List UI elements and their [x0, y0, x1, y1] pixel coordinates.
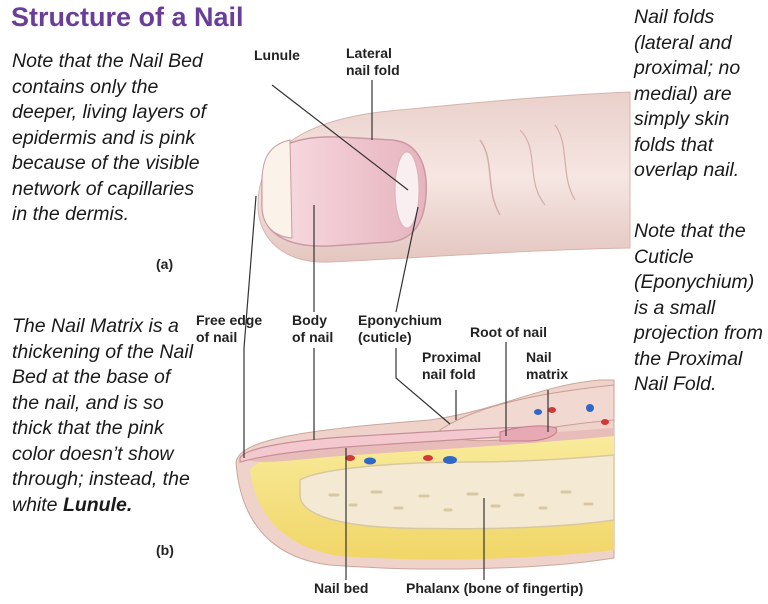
nail-matrix-note: The Nail Matrix is a thickening of the N…	[12, 314, 200, 518]
lateral-nail-fold-label: Lateral nail fold	[346, 45, 400, 79]
lateral-fold-line-2: nail fold	[346, 62, 400, 78]
eponychium-top-leader	[395, 206, 419, 313]
lunule-shape	[394, 151, 420, 229]
free-edge-line-2: of nail	[196, 329, 238, 345]
eponychium-label: Eponychium (cuticle)	[358, 312, 442, 346]
free-edge-label: Free edge of nail	[196, 312, 262, 346]
lunule-label: Lunule	[254, 47, 300, 64]
matrix-section	[499, 425, 558, 442]
free-edge-top-leader	[243, 195, 257, 349]
body-of-nail-label: Body of nail	[292, 312, 333, 346]
matrix-line-2: matrix	[526, 366, 569, 382]
eponychium-leader	[395, 348, 451, 425]
nail-folds-note: Nail folds (lateral and proximal; no med…	[634, 6, 741, 181]
nail-matrix-note-text: The Nail Matrix is a thickening of the N…	[12, 315, 194, 516]
page-title: Structure of a Nail	[11, 2, 244, 32]
lunule-label-text: Lunule	[254, 47, 300, 63]
root-label-text: Root of nail	[470, 324, 547, 340]
phalanx-bone	[299, 454, 615, 530]
panel-b-tag: (b)	[156, 542, 174, 558]
eponychium-line-1: Eponychium	[358, 312, 443, 328]
nail-matrix-label: Nail matrix	[526, 349, 568, 383]
matrix-line-1: Nail	[526, 349, 552, 365]
leader-lines	[243, 80, 549, 580]
nail-bed-note: Note that the Nail Bed contains only the…	[12, 50, 207, 225]
proximal-line-2: nail fold	[422, 366, 476, 382]
finger-crease-2	[519, 124, 576, 206]
blood-vessels	[345, 404, 609, 465]
eponychium-line-2: (cuticle)	[358, 329, 412, 345]
finger-crease	[479, 139, 501, 216]
phalanx-label-text: Phalanx (bone of fingertip)	[406, 580, 584, 596]
lunule-leader	[271, 84, 409, 191]
proximal-fold-shape	[439, 384, 615, 442]
panel-a-tag: (a)	[156, 256, 174, 272]
body-line-1: Body	[292, 312, 327, 328]
lateral-fold-line-1: Lateral	[346, 45, 392, 61]
cuticle-note: Note that the Cuticle (Eponychium) is a …	[634, 220, 763, 395]
free-edge-line-1: Free edge	[196, 312, 263, 328]
body-line-2: of nail	[292, 329, 334, 345]
nail-bed-label-text: Nail bed	[314, 580, 369, 596]
phalanx-label: Phalanx (bone of fingertip)	[406, 580, 583, 597]
nail-bed-label: Nail bed	[314, 580, 368, 597]
proximal-line-1: Proximal	[422, 349, 482, 365]
finger-top-view	[257, 91, 631, 263]
proximal-nail-fold-label: Proximal nail fold	[422, 349, 481, 383]
free-edge-top	[261, 139, 293, 239]
root-of-nail-label: Root of nail	[470, 324, 547, 341]
bone-marrow-texture	[328, 490, 594, 512]
lunule-emphasis: Lunule.	[62, 493, 133, 516]
finger-cross-section	[235, 379, 615, 570]
nail-plate-top	[261, 136, 427, 247]
